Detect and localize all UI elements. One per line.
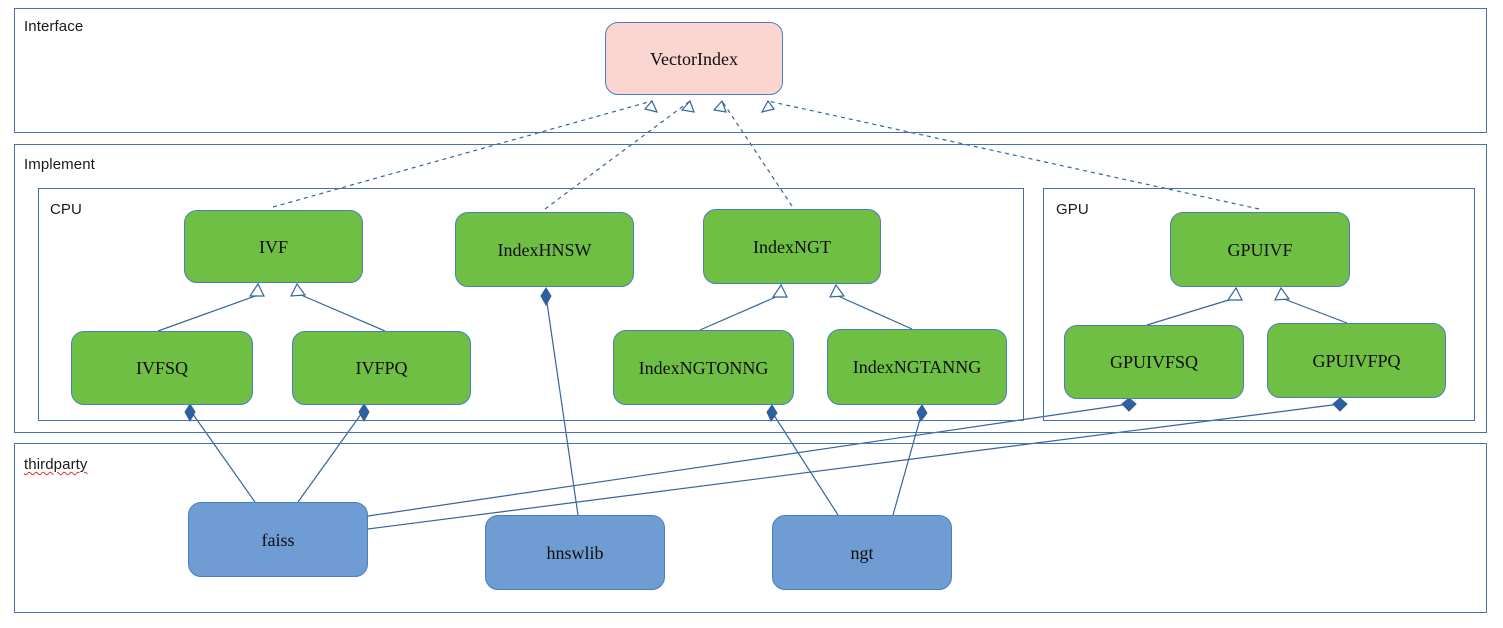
- node-ngt[interactable]: ngt: [772, 515, 952, 590]
- group-label-interface: Interface: [24, 18, 84, 35]
- node-gpuivf[interactable]: GPUIVF: [1170, 212, 1350, 287]
- node-hnswlib[interactable]: hnswlib: [485, 515, 665, 590]
- group-gpu: [1043, 188, 1475, 421]
- group-interface: [14, 8, 1487, 133]
- group-label-implement: Implement: [24, 156, 95, 173]
- group-cpu: [38, 188, 1024, 421]
- node-indexngtanng[interactable]: IndexNGTANNG: [827, 329, 1007, 405]
- node-faiss[interactable]: faiss: [188, 502, 368, 577]
- node-ivfpq[interactable]: IVFPQ: [292, 331, 471, 405]
- node-gpuivfpq[interactable]: GPUIVFPQ: [1267, 323, 1446, 398]
- node-indexhnsw[interactable]: IndexHNSW: [455, 212, 634, 287]
- node-indexngt[interactable]: IndexNGT: [703, 209, 881, 284]
- group-label-cpu: CPU: [50, 201, 82, 218]
- node-gpuivfsq[interactable]: GPUIVFSQ: [1064, 325, 1244, 399]
- node-vectorindex[interactable]: VectorIndex: [605, 22, 783, 95]
- node-ivfsq[interactable]: IVFSQ: [71, 331, 253, 405]
- group-implement: [14, 144, 1487, 433]
- group-thirdparty: [14, 443, 1487, 613]
- group-label-gpu: GPU: [1056, 201, 1089, 218]
- node-ivf[interactable]: IVF: [184, 210, 363, 283]
- node-indexngtonng[interactable]: IndexNGTONNG: [613, 330, 794, 405]
- group-label-thirdparty: thirdparty: [24, 456, 88, 473]
